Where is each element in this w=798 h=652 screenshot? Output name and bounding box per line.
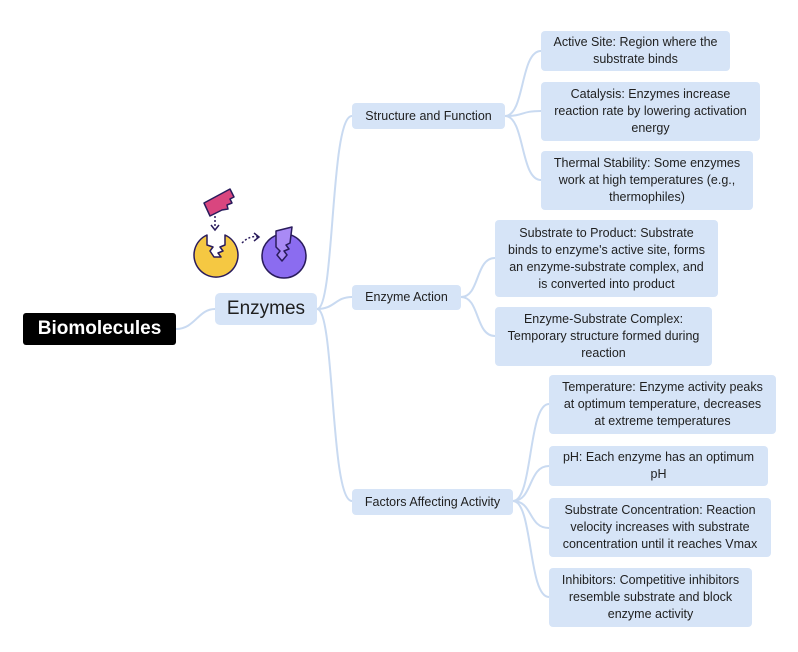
leaf-active-site[interactable]: Active Site: Region where the substrate … (541, 31, 730, 71)
link-center-branch-2 (316, 296, 353, 310)
substrate-icon (203, 188, 235, 217)
link-center-branch-3 (316, 308, 353, 502)
link-b1-c3 (504, 115, 542, 181)
root-node[interactable]: Biomolecules (23, 313, 176, 345)
arrow-right-icon (241, 232, 261, 244)
link-center-branch-1 (316, 115, 353, 310)
branch-factors-affecting-activity[interactable]: Factors Affecting Activity (352, 489, 513, 515)
leaf-temperature[interactable]: Temperature: Enzyme activity peaks at op… (549, 375, 776, 434)
branch-enzyme-action[interactable]: Enzyme Action (352, 285, 461, 310)
branch-structure-and-function[interactable]: Structure and Function (352, 103, 505, 129)
link-b1-c1 (504, 50, 542, 117)
leaf-ph[interactable]: pH: Each enzyme has an optimum pH (549, 446, 768, 486)
arrow-down-icon (210, 216, 220, 232)
leaf-enzyme-substrate-complex[interactable]: Enzyme-Substrate Complex: Temporary stru… (495, 307, 712, 366)
link-b2-c2 (460, 296, 496, 337)
leaf-substrate-to-product[interactable]: Substrate to Product: Substrate binds to… (495, 220, 718, 297)
leaf-inhibitors[interactable]: Inhibitors: Competitive inhibitors resem… (549, 568, 752, 627)
leaf-thermal-stability[interactable]: Thermal Stability: Some enzymes work at … (541, 151, 753, 210)
enzyme-complex-icon (261, 226, 307, 279)
central-topic-node[interactable]: Enzymes (215, 293, 317, 325)
leaf-catalysis[interactable]: Catalysis: Enzymes increase reaction rat… (541, 82, 760, 141)
link-b3-c4 (512, 500, 550, 598)
enzyme-yellow-icon (193, 234, 239, 278)
link-b2-c1 (460, 257, 496, 298)
link-b3-c2 (512, 465, 550, 502)
link-root-center (175, 308, 216, 330)
enzyme-substrate-illustration (193, 188, 307, 279)
link-b3-c3 (512, 500, 550, 529)
link-b1-c2 (504, 110, 542, 117)
link-b3-c1 (512, 403, 550, 502)
leaf-substrate-concentration[interactable]: Substrate Concentration: Reaction veloci… (549, 498, 771, 557)
